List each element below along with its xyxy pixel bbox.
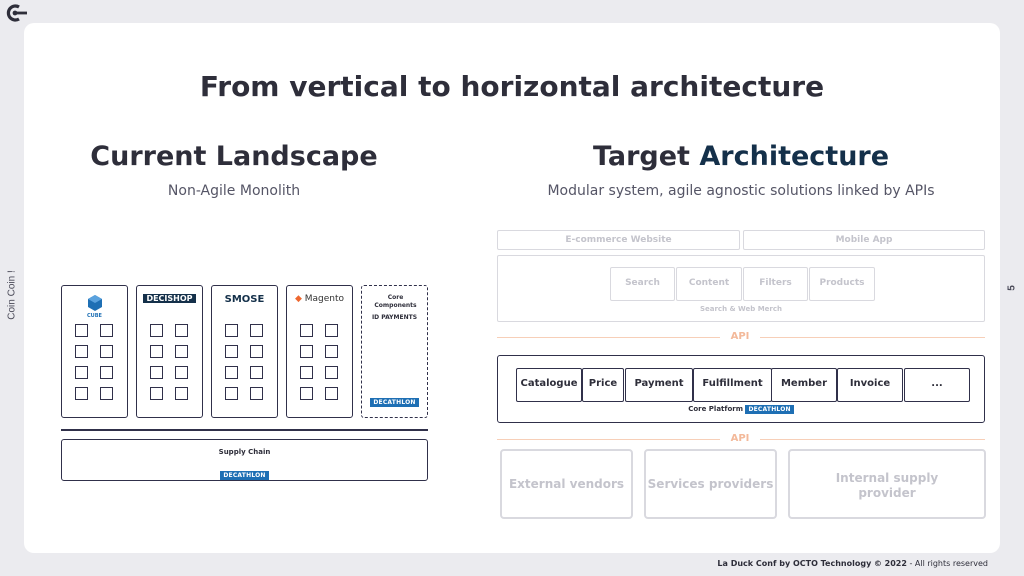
core-payment: Payment (625, 368, 693, 402)
search-web-merch-label: Search & Web Merch (699, 305, 783, 313)
decathlon-logo: DECATHLON (220, 471, 269, 480)
decathlon-logo: DECATHLON (745, 405, 794, 414)
core-components-title: Core Components (374, 294, 417, 309)
side-label: Coin Coin ! (6, 270, 18, 320)
api-label-top: API (730, 331, 750, 342)
api-label-bottom: API (730, 433, 750, 444)
core-invoice: Invoice (837, 368, 903, 402)
core-member: Member (771, 368, 837, 402)
channel-ecommerce: E-commerce Website (497, 230, 740, 250)
core-price: Price (582, 368, 624, 402)
target-subtitle: Modular system, agile agnostic solutions… (547, 183, 935, 199)
core-fulfillment: Fulfillment (693, 368, 772, 402)
supply-chain-title: Supply Chain (218, 448, 271, 456)
api-line-bottom-right (760, 439, 985, 440)
footer-brand: La Duck Conf by OCTO Technology (717, 559, 872, 568)
page-number: 5 (1006, 285, 1018, 291)
merch-products: Products (809, 267, 875, 301)
core-more: ... (904, 368, 970, 402)
separator-line (61, 429, 428, 431)
provider-external-vendors: External vendors (500, 449, 633, 519)
legacy-column-magento: ◆ Magento (286, 285, 353, 418)
api-line-top-right (760, 337, 985, 338)
core-platform-box: Catalogue Price Payment Fulfillment Memb… (497, 355, 985, 423)
current-subtitle: Non-Agile Monolith (167, 183, 301, 199)
smose-logo-icon: SMOSE (224, 294, 265, 305)
footer-rights: - All rights reserved (909, 559, 988, 568)
provider-internal-supply: Internal supply provider (788, 449, 986, 519)
merch-filters: Filters (743, 267, 808, 301)
cube-brand-label: CUBE (87, 313, 102, 319)
decathlon-logo: DECATHLON (370, 398, 419, 407)
supply-chain-box: Supply Chain DECATHLON (61, 439, 428, 481)
core-components-payments: ID PAYMENTS (371, 314, 418, 321)
channel-mobile-app: Mobile App (743, 230, 985, 250)
footer: La Duck Conf by OCTO Technology © 2022 -… (600, 559, 988, 568)
merch-content: Content (676, 267, 742, 301)
octo-logo-icon (6, 4, 27, 22)
core-platform-caption: Core Platform DECATHLON (498, 405, 984, 414)
target-heading: Target Architecture (592, 141, 890, 172)
slide-title: From vertical to horizontal architecture (199, 70, 825, 103)
core-catalogue: Catalogue (516, 368, 582, 402)
legacy-column-smose: SMOSE (211, 285, 278, 418)
provider-services: Services providers (644, 449, 777, 519)
decishop-logo-icon: DECISHOP (137, 294, 202, 304)
cube-logo-icon (88, 295, 102, 311)
legacy-column-decishop: DECISHOP (136, 285, 203, 418)
core-components-column: Core Components ID PAYMENTS DECATHLON (361, 285, 428, 418)
current-heading: Current Landscape (90, 141, 378, 172)
legacy-column-cube: CUBE (61, 285, 128, 418)
api-line-top-left (497, 337, 720, 338)
api-line-bottom-left (497, 439, 720, 440)
magento-logo-icon: ◆ Magento (294, 294, 345, 304)
footer-year: © 2022 (873, 559, 907, 568)
merch-search: Search (610, 267, 675, 301)
search-web-merch-box: Search Content Filters Products Search &… (497, 255, 985, 322)
